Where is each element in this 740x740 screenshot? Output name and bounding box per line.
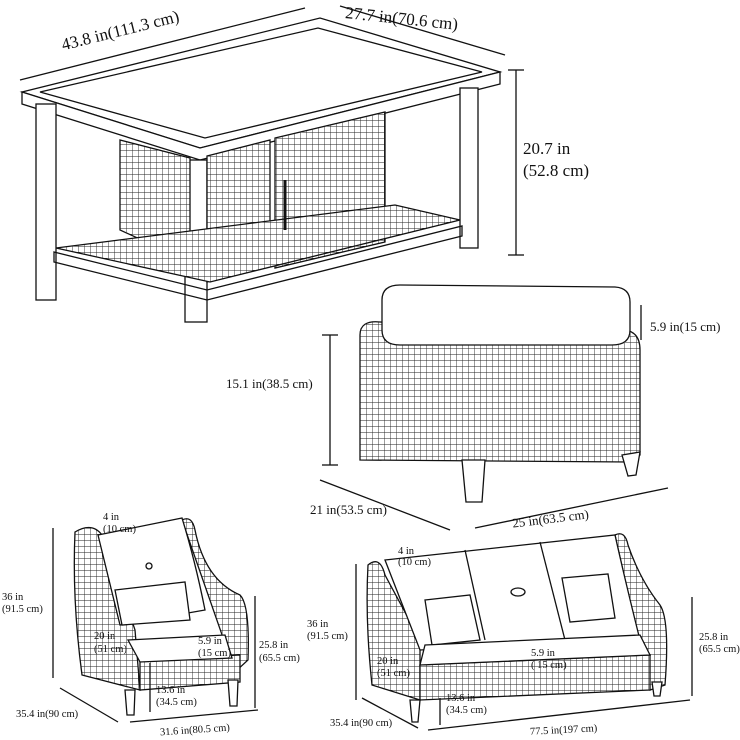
- chair-arm-height-cm-label: (65.5 cm): [259, 653, 300, 664]
- sofa-arm-height-in-label: 25.8 in: [699, 632, 729, 643]
- chair-cushion-cm-label: (15 cm): [198, 648, 231, 659]
- chair-seat-depth-in-label: 20 in: [94, 631, 116, 642]
- ottoman-drawing: [319, 284, 669, 531]
- coffee-table-drawing: [19, 5, 524, 323]
- ottoman-depth-label: 21 in(53.5 cm): [310, 502, 387, 517]
- sofa-drawing: [355, 533, 693, 731]
- chair-seat-depth-cm-label: (51 cm): [94, 644, 127, 655]
- table-height-in-label: 20.7 in: [523, 139, 571, 158]
- sofa-arm-cm-label: (10 cm): [398, 557, 431, 568]
- sofa-arm-height-cm-label: (65.5 cm): [699, 644, 740, 655]
- sofa-seat-height-in-label: 13.6 in: [446, 693, 476, 704]
- table-height-cm-label: (52.8 cm): [523, 161, 590, 180]
- ottoman-height-label: 15.1 in(38.5 cm): [226, 376, 313, 391]
- sofa-height-cm-label: (91.5 cm): [307, 631, 348, 642]
- chair-arm-in-label: 4 in: [103, 512, 120, 523]
- chair-height-cm-label: (91.5 cm): [2, 604, 43, 615]
- sofa-arm-in-label: 4 in: [398, 546, 415, 557]
- chair-height-in-label: 36 in: [2, 592, 24, 603]
- armchair-drawing: [52, 517, 259, 723]
- chair-seat-height-cm-label: (34.5 cm): [156, 697, 197, 708]
- chair-depth-label: 35.4 in(90 cm): [16, 709, 79, 720]
- sofa-seat-height-cm-label: (34.5 cm): [446, 705, 487, 716]
- chair-arm-cm-label: (10 cm): [103, 524, 136, 535]
- ottoman-cushion-label: 5.9 in(15 cm): [650, 319, 721, 334]
- sofa-seat-depth-in-label: 20 in: [377, 656, 399, 667]
- sofa-seat-depth-cm-label: (51 cm): [377, 668, 410, 679]
- sofa-cushion-in-label: 5.9 in: [531, 648, 555, 659]
- chair-seat-height-in-label: 13.6 in: [156, 685, 186, 696]
- chair-arm-height-in-label: 25.8 in: [259, 640, 289, 651]
- chair-cushion-in-label: 5.9 in: [198, 636, 222, 647]
- sofa-height-in-label: 36 in: [307, 619, 329, 630]
- sofa-cushion-cm-label: ( 15 cm): [531, 660, 567, 671]
- sofa-depth-label: 35.4 in(90 cm): [330, 718, 393, 729]
